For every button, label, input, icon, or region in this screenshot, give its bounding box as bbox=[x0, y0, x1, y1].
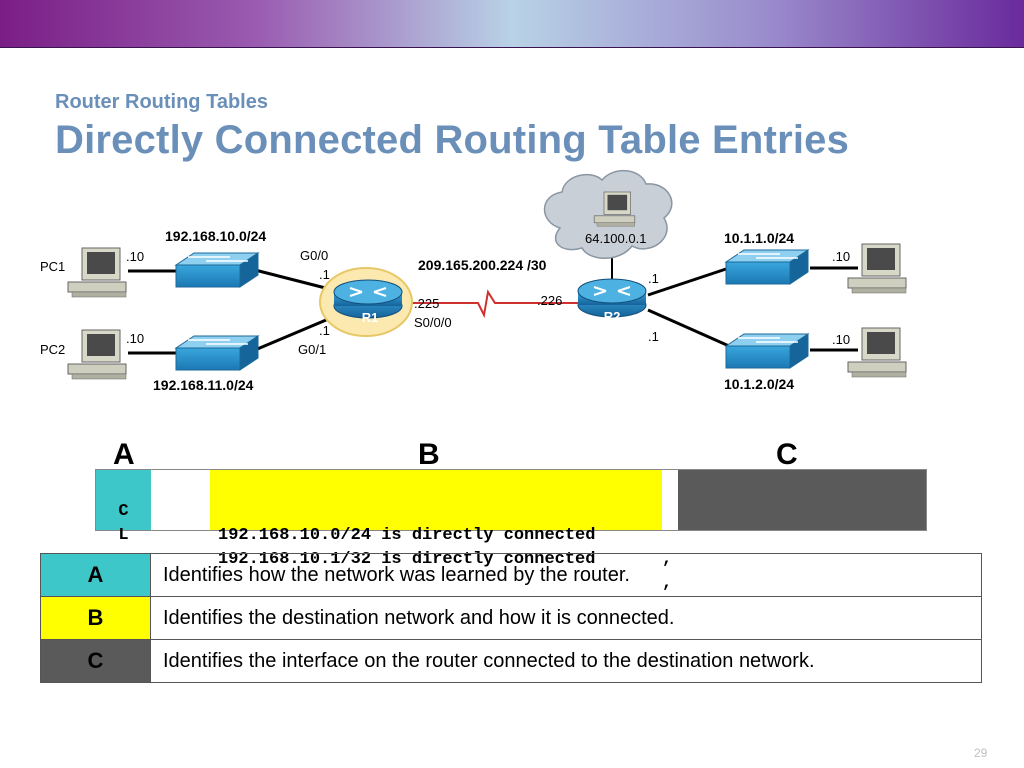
host-label: .1 bbox=[648, 329, 659, 344]
pc1-label: PC1 bbox=[40, 259, 65, 274]
pc2-icon bbox=[67, 329, 127, 380]
pc1-icon bbox=[67, 247, 127, 298]
network-label: 192.168.10.0/24 bbox=[165, 228, 266, 244]
slide-subtitle: Router Routing Tables bbox=[55, 91, 268, 113]
routing-entry: C 192.168.10.0/24 is directly connected … bbox=[96, 476, 926, 593]
cloud-address-label: 64.100.0.1 bbox=[585, 231, 646, 246]
host-label: .225 bbox=[414, 296, 439, 311]
route-source-code: C bbox=[118, 502, 129, 521]
pc4-icon bbox=[847, 327, 907, 378]
link-r2-sw4 bbox=[647, 308, 739, 352]
routing-entry: L 192.168.10.1/32 is directly connected … bbox=[96, 500, 926, 617]
switch-icon bbox=[725, 249, 809, 285]
host-label: .226 bbox=[537, 293, 562, 308]
host-label: .10 bbox=[126, 249, 144, 264]
legend-description: Identifies the destination network and h… bbox=[150, 596, 982, 640]
page-number: 29 bbox=[974, 746, 988, 760]
legend-row: A Identifies how the network was learned… bbox=[40, 553, 982, 597]
interface-label: S0/0/0 bbox=[414, 315, 452, 330]
legend-key: A bbox=[40, 553, 151, 597]
host-label: .1 bbox=[319, 323, 330, 338]
link-wan-serial bbox=[400, 289, 580, 319]
legend-table: A Identifies how the network was learned… bbox=[40, 553, 982, 683]
switch-icon bbox=[725, 333, 809, 369]
interface-column bbox=[678, 470, 926, 530]
column-b-label: B bbox=[418, 438, 440, 471]
legend-description: Identifies how the network was learned b… bbox=[150, 553, 982, 597]
interface-label: G0/1 bbox=[298, 342, 326, 357]
switch-icon bbox=[175, 335, 259, 371]
column-c-label: C bbox=[776, 438, 798, 471]
network-topology: R1 R2 PC1 PC2 .10 .10 192.168.10.0/24 19… bbox=[40, 170, 907, 393]
network-label: 10.1.1.0/24 bbox=[724, 230, 794, 246]
interface-label: G0/0 bbox=[300, 248, 328, 263]
r2-label: R2 bbox=[604, 309, 621, 324]
network-label: 192.168.11.0/24 bbox=[153, 377, 254, 393]
legend-key: C bbox=[40, 639, 151, 683]
legend-description: Identifies the interface on the router c… bbox=[150, 639, 982, 683]
link-r2-sw3 bbox=[647, 263, 739, 297]
legend-key: B bbox=[40, 596, 151, 640]
network-label: 209.165.200.224 /30 bbox=[418, 257, 547, 273]
host-label: .10 bbox=[832, 332, 850, 347]
switch-icon bbox=[175, 252, 259, 288]
host-label: .1 bbox=[648, 271, 659, 286]
legend-row: C Identifies the interface on the router… bbox=[40, 639, 982, 683]
r1-label: R1 bbox=[362, 310, 379, 325]
title-bar bbox=[0, 0, 1024, 48]
column-a-label: A bbox=[113, 438, 135, 471]
destination-column bbox=[210, 470, 662, 530]
host-label: .10 bbox=[126, 331, 144, 346]
routing-table-output: C 192.168.10.0/24 is directly connected … bbox=[95, 469, 927, 617]
host-label: .1 bbox=[319, 267, 330, 282]
pc2-label: PC2 bbox=[40, 342, 65, 357]
slide-title: Directly Connected Routing Table Entries bbox=[55, 118, 850, 162]
network-label: 10.1.2.0/24 bbox=[724, 376, 794, 392]
legend-row: B Identifies the destination network and… bbox=[40, 596, 982, 640]
source-code-column bbox=[96, 470, 151, 530]
host-label: .10 bbox=[832, 249, 850, 264]
route-destination: 192.168.10.0/24 is directly connected bbox=[218, 526, 596, 545]
route-source-code: L bbox=[118, 526, 129, 545]
